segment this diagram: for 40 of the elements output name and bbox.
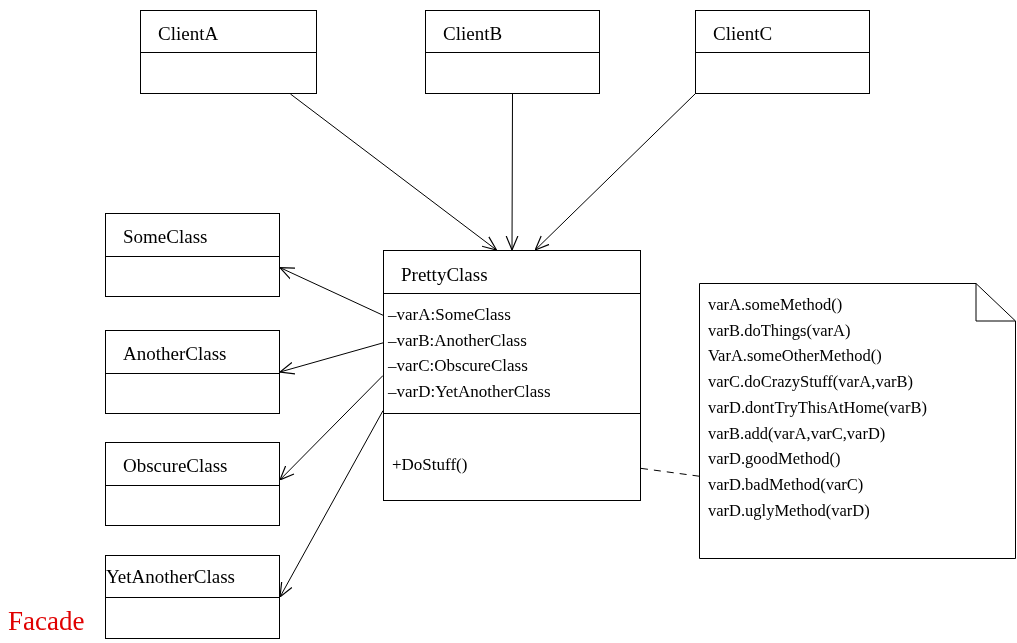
class-name: YetAnotherClass: [106, 566, 235, 587]
arrow: [289, 93, 498, 251]
class-box: [383, 250, 641, 501]
arrow: [505, 93, 519, 251]
class-box: [105, 213, 280, 297]
class-box: [695, 10, 870, 94]
class-name: ObscureClass: [123, 455, 228, 476]
attribute-text: –varC:ObscureClass: [388, 355, 528, 378]
attribute-text: –varA:SomeClass: [388, 304, 511, 326]
arrow: [279, 342, 384, 375]
class-name: ClientA: [158, 23, 219, 44]
class-name: SomeClass: [123, 226, 208, 247]
class-box: [105, 442, 280, 526]
class-box: [105, 555, 280, 639]
note-text: varC.doCrazyStuff(varA,varB): [708, 371, 913, 394]
note-box: [699, 283, 1016, 559]
note-text: varD.dontTryThisAtHome(varB): [708, 396, 927, 419]
arrow: [279, 375, 384, 481]
note-text: varB.doThings(varA): [708, 319, 851, 342]
class-box: [105, 330, 280, 414]
class-name: AnotherClass: [123, 343, 227, 364]
class-box: [140, 10, 317, 94]
note-text: varD.uglyMethod(varD): [708, 499, 870, 522]
class-name: ClientB: [443, 23, 503, 44]
class-name: ClientC: [713, 23, 773, 44]
diagram-label: Facade: [8, 606, 85, 637]
note-text: varD.badMethod(varC): [708, 473, 864, 496]
arrow: [534, 93, 696, 251]
method-text: +DoStuff(): [392, 454, 468, 476]
attribute-text: –varD:YetAnotherClass: [388, 380, 551, 403]
note-text: varA.someMethod(): [708, 294, 843, 316]
attribute-text: –varB:AnotherClass: [388, 329, 527, 352]
note-text: VarA.someOtherMethod(): [708, 345, 882, 368]
arrow: [279, 267, 384, 316]
dashed-connector: [640, 467, 700, 477]
note-text: varD.goodMethod(): [708, 448, 841, 471]
note-text: varB.add(varA,varC,varD): [708, 422, 886, 445]
arrow: [279, 410, 384, 598]
class-name: PrettyClass: [401, 264, 488, 285]
class-box: [425, 10, 600, 94]
